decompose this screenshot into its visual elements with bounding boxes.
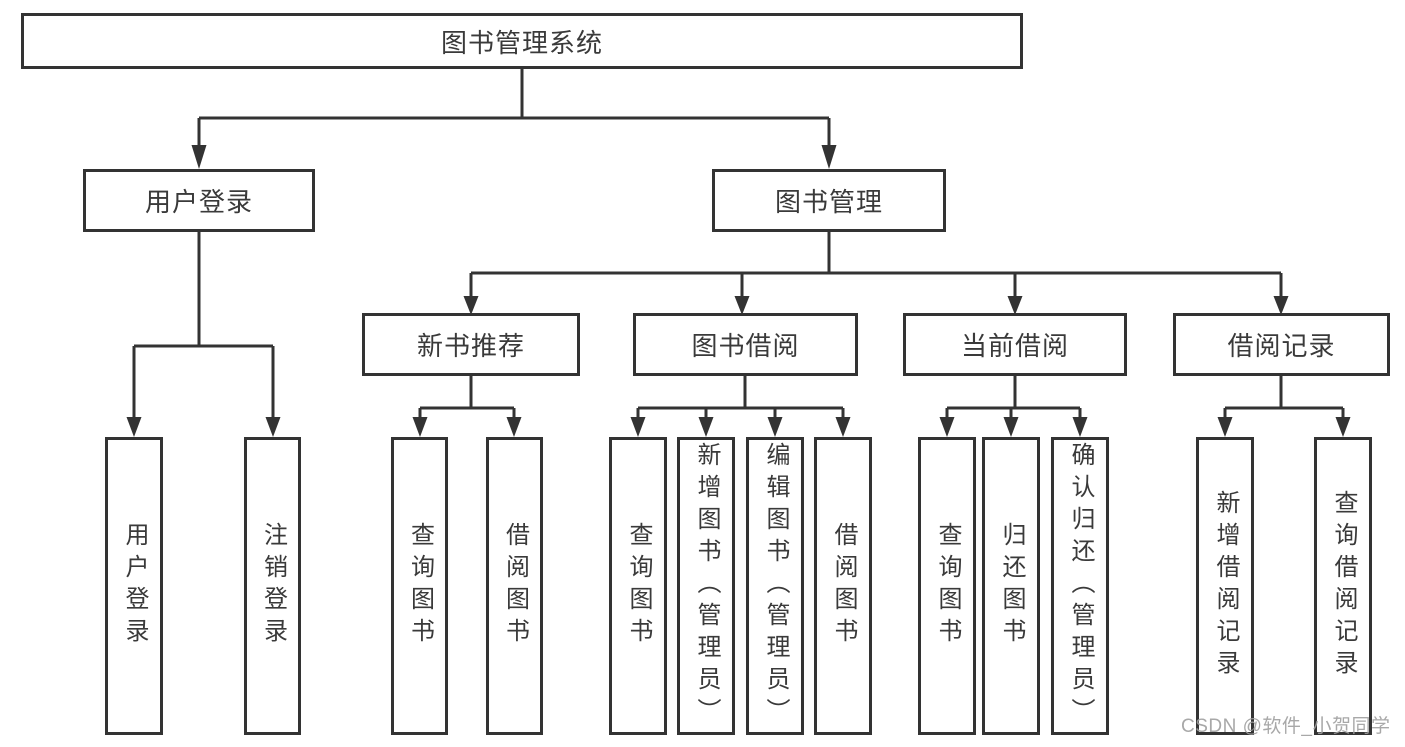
node-borrow-records-label: 借阅记录	[1227, 331, 1336, 361]
node-user-login-label: 用户登录	[144, 187, 253, 217]
leaf-query-borrow-record-label: 查询借阅记录	[1330, 490, 1357, 682]
leaf-add-book-admin: 新增图书（管理员）	[677, 437, 735, 735]
leaf-user-login: 用户登录	[105, 437, 163, 735]
leaf-logout-label: 注销登录	[259, 522, 287, 650]
leaf-confirm-return-admin: 确认归还（管理员）	[1051, 437, 1109, 735]
node-new-book-recommend-label: 新书推荐	[416, 331, 525, 361]
leaf-query-books-borrowing-label: 查询图书	[625, 522, 652, 650]
leaf-return-book: 归还图书	[982, 437, 1040, 735]
leaf-borrow-books-2: 借阅图书	[814, 437, 872, 735]
leaf-add-book-admin-label: 新增图书（管理员）	[693, 442, 720, 730]
node-current-borrowing-label: 当前借阅	[960, 331, 1069, 361]
csdn-watermark: CSDN @软件_小贺同学	[1181, 716, 1391, 737]
leaf-query-books-recommend-label: 查询图书	[406, 522, 434, 650]
leaf-edit-book-admin-label: 编辑图书（管理员）	[762, 442, 789, 730]
node-book-management-label: 图书管理	[774, 187, 883, 217]
leaf-query-books-borrowing: 查询图书	[609, 437, 667, 735]
leaf-add-borrow-record: 新增借阅记录	[1196, 437, 1254, 735]
node-borrow-records: 借阅记录	[1173, 313, 1390, 376]
node-user-login: 用户登录	[83, 169, 315, 232]
node-new-book-recommend: 新书推荐	[362, 313, 580, 376]
node-current-borrowing: 当前借阅	[903, 313, 1127, 376]
leaf-query-books-current: 查询图书	[918, 437, 976, 735]
leaf-return-book-label: 归还图书	[998, 522, 1025, 650]
node-root-label: 图书管理系统	[440, 27, 603, 58]
leaf-add-borrow-record-label: 新增借阅记录	[1212, 490, 1239, 682]
leaf-borrow-books-2-label: 借阅图书	[830, 522, 857, 650]
leaf-borrow-books-recommend-label: 借阅图书	[501, 522, 529, 650]
node-book-borrowing: 图书借阅	[633, 313, 858, 376]
leaf-borrow-books-recommend: 借阅图书	[486, 437, 543, 735]
leaf-confirm-return-admin-label: 确认归还（管理员）	[1067, 442, 1094, 730]
leaf-query-borrow-record: 查询借阅记录	[1314, 437, 1372, 735]
leaf-query-books-current-label: 查询图书	[934, 522, 961, 650]
node-book-management: 图书管理	[712, 169, 946, 232]
node-book-borrowing-label: 图书借阅	[691, 331, 800, 361]
leaf-query-books-recommend: 查询图书	[391, 437, 448, 735]
node-root: 图书管理系统	[21, 13, 1023, 69]
leaf-edit-book-admin: 编辑图书（管理员）	[746, 437, 804, 735]
leaf-user-login-label: 用户登录	[121, 522, 148, 650]
leaf-logout: 注销登录	[244, 437, 301, 735]
